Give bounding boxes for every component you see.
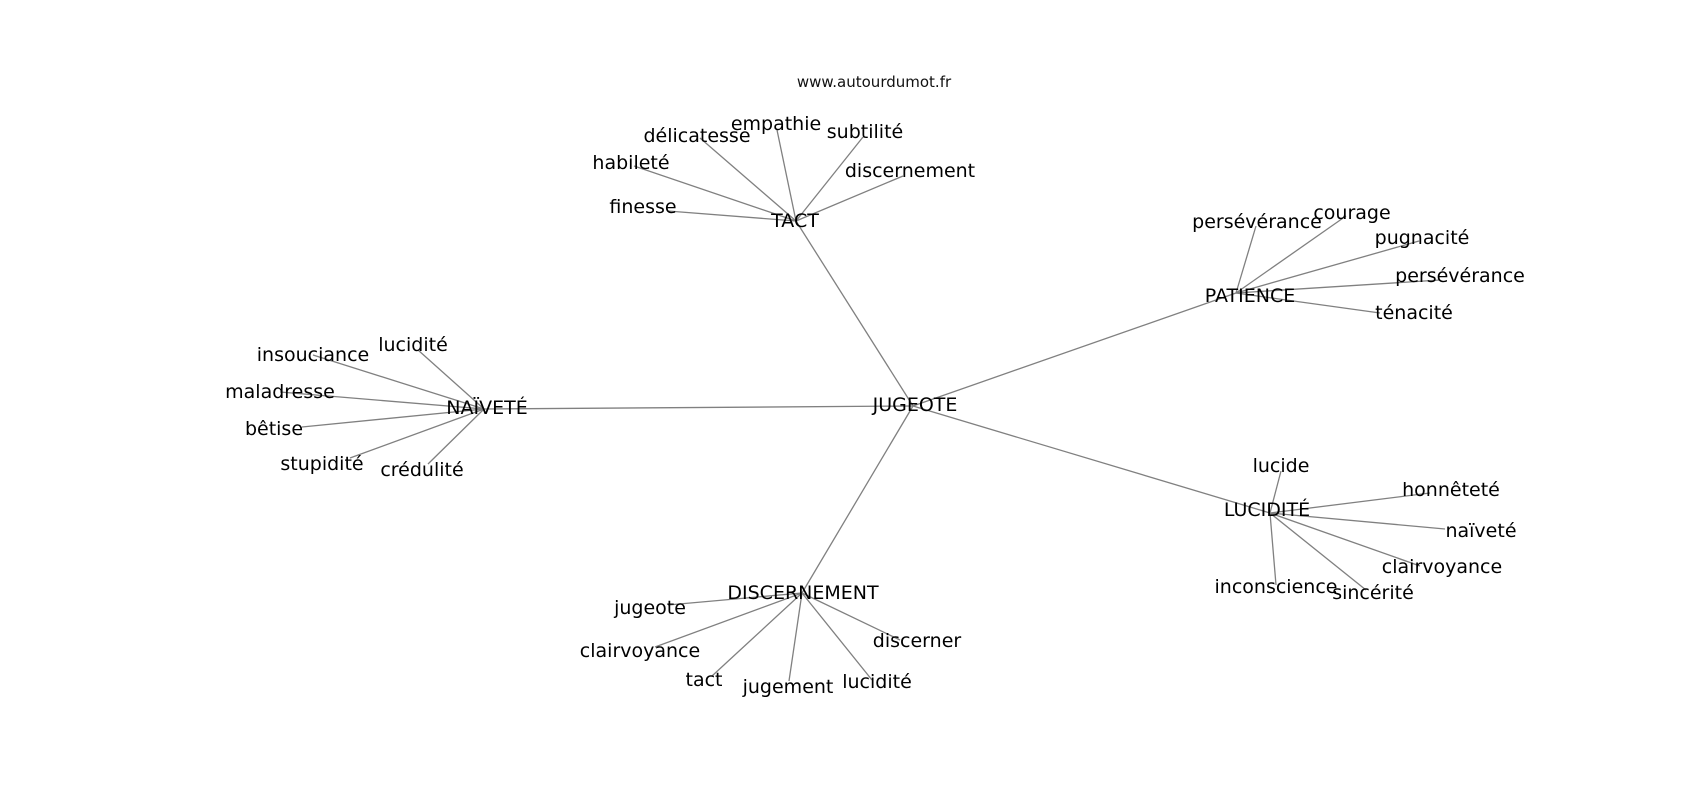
- leaf-node-label: jugeote: [613, 597, 686, 619]
- edge-hub-to-leaf: [1269, 512, 1277, 586]
- leaf-node-label: lucidité: [842, 671, 912, 693]
- leaf-node-label: maladresse: [225, 381, 335, 403]
- edge-hub-to-leaf: [1235, 279, 1441, 294]
- edge-center-to-hub: [483, 405, 914, 410]
- edge-hub-to-leaf: [699, 137, 797, 222]
- leaf-node-label: habileté: [592, 152, 669, 174]
- edge-hub-to-leaf: [1269, 512, 1367, 591]
- edge-hub-to-leaf: [417, 349, 485, 410]
- leaf-node-label: délicatesse: [643, 125, 750, 147]
- edge-hub-to-leaf: [1269, 470, 1282, 514]
- edge-hub-to-leaf: [801, 592, 901, 641]
- leaf-node-label: clairvoyance: [1382, 556, 1502, 578]
- edge-hub-to-leaf: [1269, 512, 1421, 567]
- hub-node-label: DISCERNEMENT: [727, 582, 879, 604]
- edge-hub-to-leaf: [633, 165, 797, 222]
- leaf-node-label: insouciance: [257, 344, 369, 366]
- watermark-text: www.autourdumot.fr: [796, 73, 952, 91]
- edge-hub-to-leaf: [795, 136, 864, 222]
- edge-hub-to-leaf: [1269, 512, 1446, 530]
- edge-hub-to-leaf: [1235, 292, 1381, 314]
- hub-node-label: PATIENCE: [1205, 285, 1295, 307]
- edge-hub-to-leaf: [1269, 492, 1431, 514]
- leaf-node-label: ténacité: [1375, 302, 1453, 324]
- edge-hub-to-leaf: [1235, 215, 1347, 294]
- graph-edges: [279, 129, 1446, 682]
- edge-hub-to-leaf: [801, 592, 873, 681]
- leaf-node-label: lucide: [1253, 455, 1310, 477]
- leaf-node-label: subtilité: [827, 121, 903, 143]
- leaf-node-label: courage: [1313, 202, 1390, 224]
- edge-hub-to-leaf: [654, 592, 803, 648]
- edge-center-to-hub: [801, 405, 914, 594]
- edge-hub-to-leaf: [667, 592, 803, 606]
- leaf-node-label: discernement: [845, 160, 975, 182]
- edge-hub-to-leaf: [312, 354, 485, 410]
- edge-hub-to-leaf: [1235, 225, 1257, 294]
- leaf-node-label: pugnacité: [1375, 227, 1470, 249]
- leaf-node-label: inconscience: [1215, 576, 1338, 598]
- leaf-node-label: persévérance: [1395, 265, 1525, 287]
- leaf-node-label: naïveté: [1445, 520, 1516, 542]
- edge-hub-to-leaf: [711, 592, 803, 677]
- leaf-node-label: lucidité: [378, 334, 448, 356]
- edge-hub-to-leaf: [788, 592, 803, 682]
- hub-node-label: LUCIDITÉ: [1224, 498, 1310, 521]
- leaf-node-label: jugement: [742, 676, 834, 698]
- edge-hub-to-leaf: [667, 210, 797, 222]
- edge-hub-to-leaf: [349, 408, 485, 459]
- leaf-node-label: discerner: [873, 630, 962, 652]
- edge-hub-to-leaf: [1235, 240, 1420, 294]
- hub-node-label: NAÏVETÉ: [446, 396, 527, 419]
- center-node-label: JUGEOTE: [872, 394, 958, 416]
- leaf-node-label: clairvoyance: [580, 640, 700, 662]
- edge-center-to-hub: [912, 405, 1271, 514]
- leaf-node-label: sincérité: [1332, 582, 1414, 604]
- leaf-node-label: empathie: [731, 113, 821, 135]
- leaf-node-label: persévérance: [1192, 211, 1322, 233]
- leaf-node-label: finesse: [609, 196, 676, 218]
- edge-hub-to-leaf: [795, 175, 904, 222]
- edge-hub-to-leaf: [427, 408, 485, 465]
- edge-center-to-hub: [912, 292, 1237, 407]
- leaf-node-label: crédulité: [380, 459, 463, 481]
- leaf-node-label: stupidité: [280, 453, 363, 475]
- leaf-node-label: tact: [686, 669, 723, 691]
- edge-hub-to-leaf: [279, 391, 485, 410]
- edge-hub-to-leaf: [776, 129, 797, 222]
- hub-node-label: TACT: [770, 210, 819, 232]
- leaf-node-label: bêtise: [245, 418, 303, 440]
- edge-center-to-hub: [795, 220, 914, 407]
- edge-hub-to-leaf: [301, 408, 485, 428]
- leaf-node-label: honnêteté: [1402, 479, 1500, 501]
